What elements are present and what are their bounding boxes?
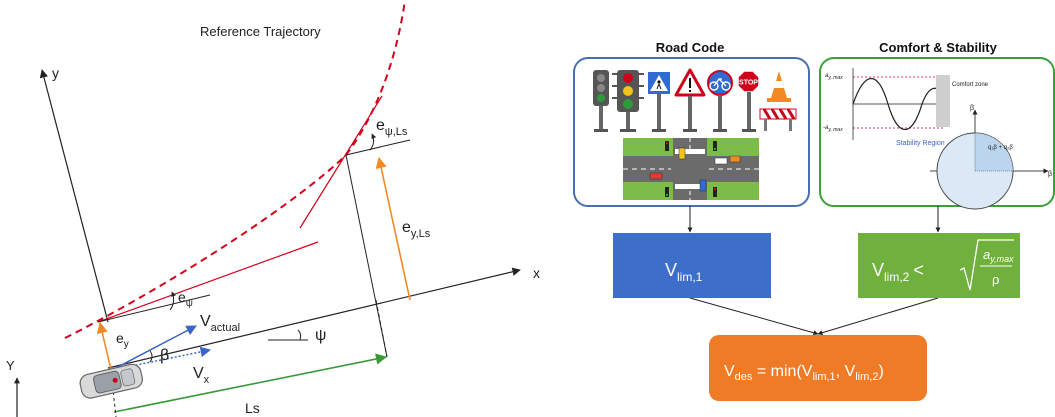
- svg-text:q₁β + q₂β̇: q₁β + q₂β̇: [988, 145, 1014, 151]
- svg-text:β: β: [1048, 171, 1052, 178]
- warning-sign-icon: [674, 68, 706, 132]
- intersection-image: [623, 138, 759, 200]
- road-code-title: Road Code: [656, 40, 725, 55]
- comfort-zone-plot: ay, max -ay, max Comfort zone: [823, 68, 989, 140]
- speed-limit-diagram: Road Code Comfort & Stability: [573, 40, 1055, 401]
- v-des-box: [709, 335, 927, 401]
- v-lim2-numerator: ay,max: [983, 247, 1014, 264]
- ls-label: Ls: [245, 400, 260, 416]
- stability-region-plot: β̇ β q₁β + q₂β̇ Stability Region: [896, 105, 1052, 210]
- traffic-light-icon: [593, 70, 609, 132]
- connector-vlim1-to-vdes: [689, 297, 819, 336]
- svg-text:ay, max: ay, max: [825, 73, 843, 81]
- lookahead-dashed-drop: [375, 299, 388, 358]
- road-barrier-icon: [759, 108, 797, 131]
- v-lim1-label: Vlim,1: [665, 260, 703, 284]
- psi-angle-arc: [297, 329, 302, 341]
- traffic-light-color-icon: [612, 70, 644, 132]
- svg-text:β̇: β̇: [970, 105, 975, 112]
- stop-sign-icon: STOP: [737, 70, 760, 132]
- e-psi-ls-label: eψ,Ls: [376, 117, 408, 138]
- global-y-axis-label: Y: [6, 358, 15, 373]
- vehicle-car-icon: [79, 363, 143, 399]
- y-axis-label: y: [52, 65, 59, 81]
- v-des-formula: Vdes = min(Vlim,1, Vlim,2): [724, 363, 884, 383]
- e-y-ls-label: ey,Ls: [402, 219, 431, 240]
- svg-text:STOP: STOP: [739, 80, 758, 87]
- tangent-line-lookahead: [299, 95, 383, 229]
- reference-trajectory-label: Reference Trajectory: [200, 24, 321, 39]
- pedestrian-crossing-sign-icon: [648, 72, 670, 132]
- comfort-stability-title: Comfort & Stability: [879, 40, 997, 55]
- v-actual-arrow: [111, 325, 197, 371]
- v-lim2-label: Vlim,2<: [872, 260, 924, 284]
- reference-trajectory-curve: [64, 0, 406, 339]
- lookahead-frame-vertical: [345, 154, 388, 358]
- e-y-label: ey: [116, 330, 129, 350]
- bicycle-sign-icon: [707, 70, 733, 132]
- tangent-line-vehicle: [97, 241, 319, 323]
- v-actual-label: Vactual: [200, 313, 240, 334]
- lookahead-frame-horizontal: [345, 139, 411, 156]
- e-psi-angle-arc: [169, 291, 176, 311]
- x-axis: [107, 267, 521, 369]
- svg-text:Comfort zone: Comfort zone: [952, 82, 989, 88]
- vehicle-heading-line: [97, 294, 211, 323]
- e-psi-label: eψ: [178, 289, 193, 309]
- v-lim1-box: [613, 233, 771, 298]
- psi-label: ψ: [315, 327, 326, 344]
- traffic-cone-icon: [767, 71, 791, 102]
- v-x-label: Vx: [193, 365, 210, 386]
- e-y-arrow: [96, 321, 112, 371]
- e-psi-ls-angle-arc: [369, 133, 377, 151]
- x-axis-label: x: [533, 265, 540, 281]
- sqrt-symbol: [959, 239, 1014, 291]
- vehicle-kinematics-diagram: Reference Trajectory y x Y eψ ey Vactual…: [6, 0, 540, 417]
- svg-text:-ay, max: -ay, max: [823, 125, 843, 133]
- svg-text:Stability Region: Stability Region: [896, 140, 945, 147]
- beta-angle-arc: [149, 350, 153, 363]
- v-lim2-denominator: ρ: [992, 272, 999, 287]
- connector-vlim2-to-vdes: [817, 297, 939, 336]
- e-y-ls-arrow: [375, 156, 411, 301]
- beta-label: β: [160, 347, 169, 364]
- y-axis: [39, 69, 109, 323]
- ls-arrow: [113, 353, 388, 413]
